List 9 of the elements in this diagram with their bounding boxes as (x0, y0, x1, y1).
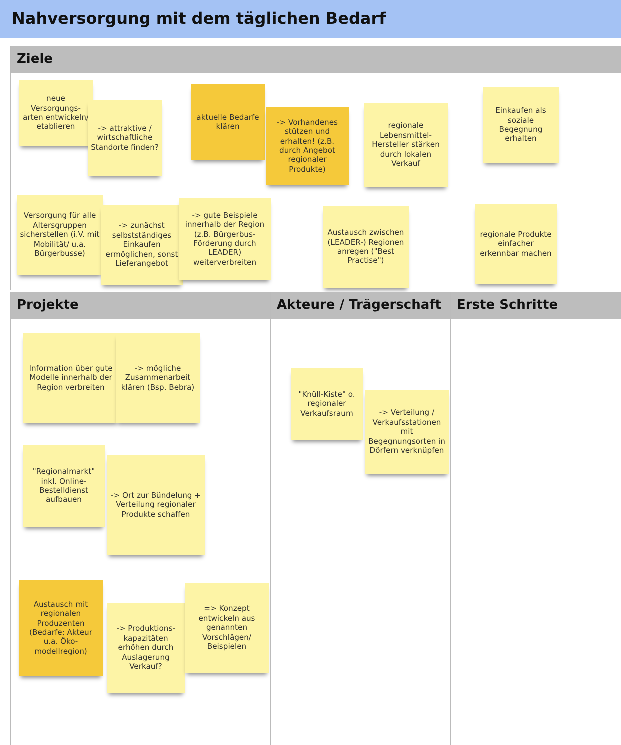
section-header: Ziele (11, 46, 621, 73)
board-section (270, 292, 450, 745)
title-bar: Nahversorgung mit dem täglichen Bedarf (0, 0, 621, 38)
board-section (450, 292, 621, 745)
section-header: Projekte (11, 292, 270, 319)
section-header: Akteure / Trägerschaft (271, 292, 450, 319)
board-section (10, 292, 270, 745)
section-header: Erste Schritte (451, 292, 621, 319)
board-section (10, 46, 621, 290)
